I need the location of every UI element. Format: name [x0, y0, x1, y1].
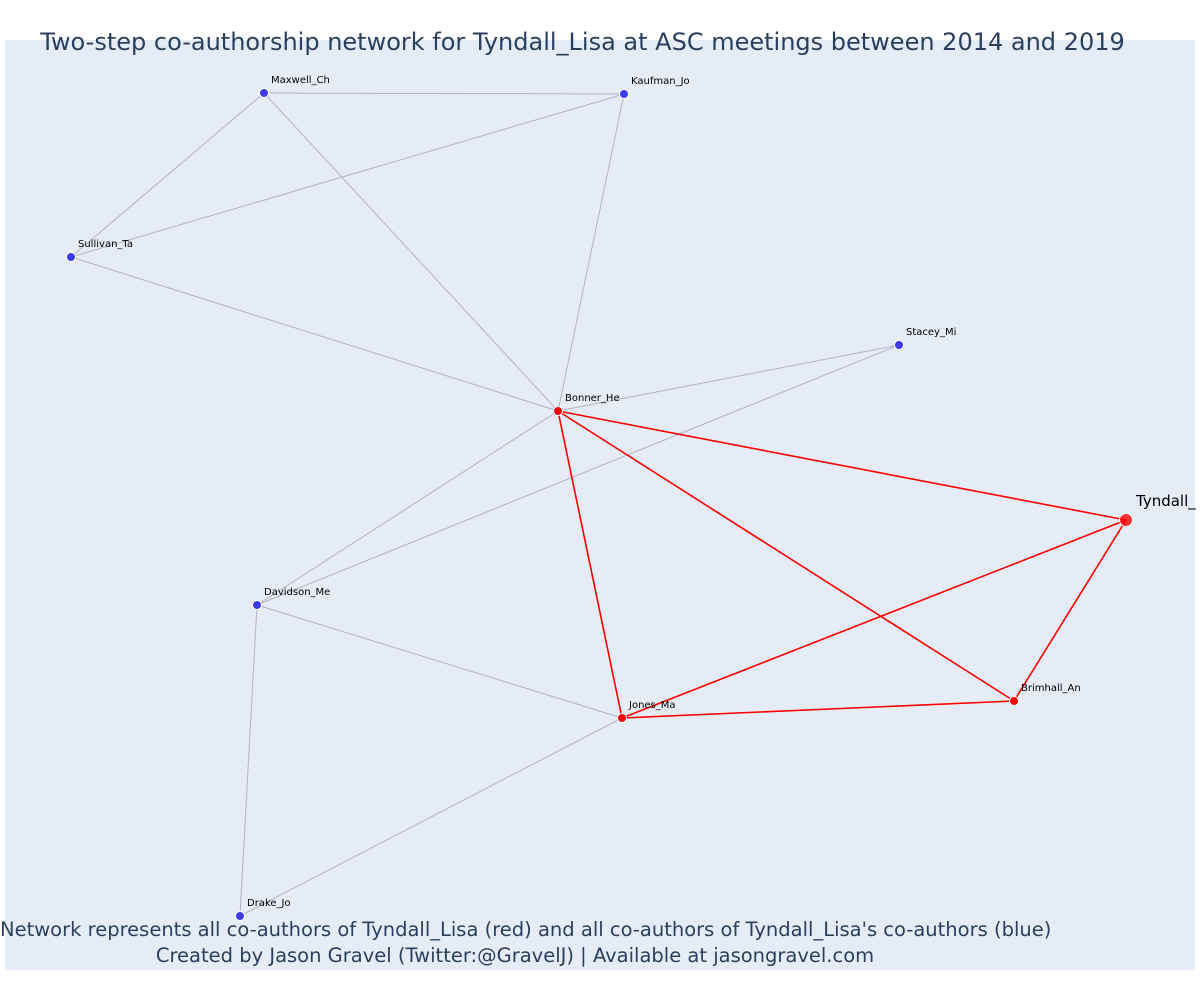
edge-Sullivan_Ta-Bonner_He	[70, 256, 559, 412]
node-label-Stacey_Mi: Stacey_Mi	[906, 327, 956, 338]
caption-line-2: Created by Jason Gravel (Twitter:@Gravel…	[155, 944, 875, 967]
node-Maxwell_Ch[interactable]	[259, 88, 269, 98]
node-Sullivan_Ta[interactable]	[66, 252, 76, 262]
edge-Drake_Jo-Jones_Ma	[239, 717, 623, 917]
edge-Maxwell_Ch-Kaufman_Jo	[263, 92, 625, 95]
edge-Tyndall_Lisa-Brimhall_An	[1013, 519, 1127, 702]
edge-Maxwell_Ch-Bonner_He	[263, 92, 559, 412]
node-Stacey_Mi[interactable]	[894, 340, 904, 350]
node-label-Jones_Ma: Jones_Ma	[628, 700, 676, 711]
node-label-Tyndall_Lisa: Tyndall_	[1135, 492, 1196, 511]
node-Brimhall_An[interactable]	[1009, 696, 1019, 706]
node-label-Drake_Jo: Drake_Jo	[247, 898, 291, 909]
edge-Bonner_He-Davidson_Me	[256, 410, 559, 606]
edge-Stacey_Mi-Davidson_Me	[256, 344, 900, 606]
caption-line-1: Network represents all co-authors of Tyn…	[0, 918, 1052, 941]
node-label-Bonner_He: Bonner_He	[565, 393, 620, 404]
node-Jones_Ma[interactable]	[617, 713, 627, 723]
node-label-Maxwell_Ch: Maxwell_Ch	[271, 75, 330, 86]
node-Davidson_Me[interactable]	[252, 600, 262, 610]
chart-title: Two-step co-authorship network for Tynda…	[40, 28, 1125, 56]
edge-Kaufman_Jo-Sullivan_Ta	[70, 93, 625, 258]
plot-area	[5, 40, 1195, 970]
edge-Tyndall_Lisa-Jones_Ma	[621, 519, 1127, 719]
edge-Davidson_Me-Drake_Jo	[239, 604, 258, 917]
edge-Davidson_Me-Jones_Ma	[256, 604, 623, 719]
node-layer	[66, 88, 1133, 921]
edge-Bonner_He-Brimhall_An	[557, 410, 1015, 702]
node-label-Sullivan_Ta: Sullivan_Ta	[78, 239, 133, 250]
edge-Maxwell_Ch-Sullivan_Ta	[70, 92, 265, 258]
edge-layer	[70, 92, 1127, 917]
edge-Jones_Ma-Brimhall_An	[621, 700, 1015, 719]
edge-Kaufman_Jo-Bonner_He	[557, 93, 625, 412]
edge-Tyndall_Lisa-Bonner_He	[557, 410, 1127, 521]
node-Tyndall_Lisa[interactable]	[1119, 513, 1133, 527]
node-label-Davidson_Me: Davidson_Me	[264, 587, 330, 598]
node-label-Brimhall_An: Brimhall_An	[1021, 683, 1081, 694]
node-Bonner_He[interactable]	[553, 406, 563, 416]
edge-Bonner_He-Jones_Ma	[557, 410, 623, 719]
edge-Stacey_Mi-Bonner_He	[557, 344, 900, 412]
node-Kaufman_Jo[interactable]	[619, 89, 629, 99]
node-Drake_Jo[interactable]	[235, 911, 245, 921]
node-label-Kaufman_Jo: Kaufman_Jo	[631, 76, 690, 87]
